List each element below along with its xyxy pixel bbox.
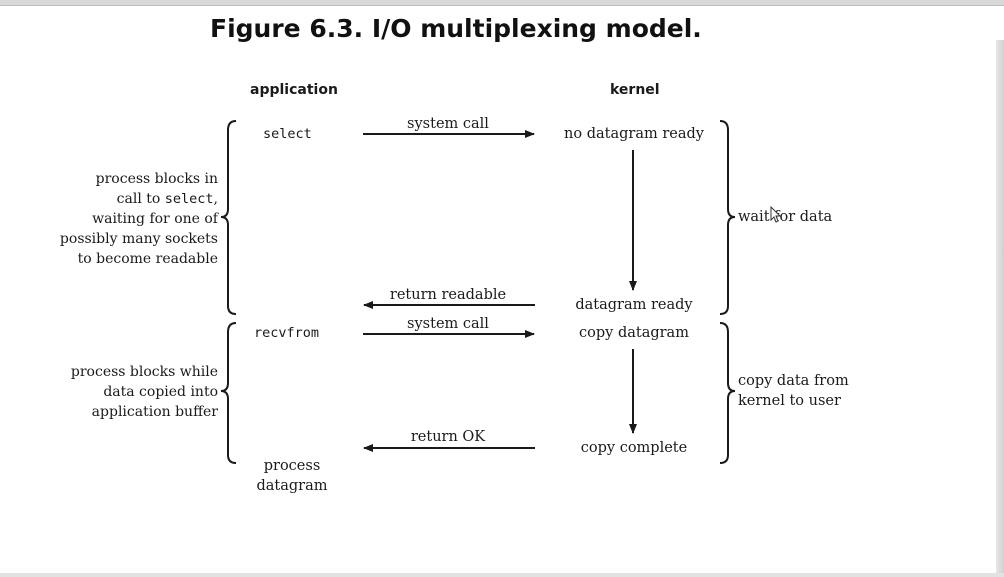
label-select: select [263, 126, 312, 142]
note-copy-data-line-1: copy data from [738, 373, 849, 389]
figure-title: Figure 6.3. I/O multiplexing model. [210, 14, 702, 43]
note-select-line-2-post: , [213, 191, 218, 207]
header-application: application [250, 82, 338, 98]
window-top-bar [0, 0, 1004, 6]
label-no-datagram-ready: no datagram ready [564, 126, 704, 142]
label-copy-datagram: copy datagram [579, 325, 689, 341]
note-copy-blocking: process blocks while data copied into ap… [40, 362, 218, 422]
brace-left-recvfrom [220, 322, 237, 464]
label-system-call-2: system call [407, 316, 489, 332]
label-datagram-ready: datagram ready [575, 297, 693, 313]
window-bottom-edge [0, 573, 1004, 577]
note-select-blocking: process blocks in call to select, waitin… [40, 169, 218, 269]
brace-right-wait [719, 120, 736, 315]
label-return-ok: return OK [410, 429, 486, 445]
note-wait-for-data: wait for data [738, 209, 833, 225]
note-select-line-2-pre: call to [116, 191, 165, 207]
note-select-line-5: to become readable [77, 251, 218, 267]
mouse-pointer-icon [770, 206, 782, 223]
note-select-line-3: waiting for one of [92, 211, 218, 227]
note-copy-line-3: application buffer [91, 404, 218, 420]
note-select-line-1: process blocks in [95, 171, 218, 187]
note-copy-line-1: process blocks while [70, 364, 218, 380]
label-system-call-1: system call [407, 116, 489, 132]
header-kernel: kernel [610, 82, 660, 98]
brace-right-copy [719, 322, 736, 464]
note-copy-data-line-2: kernel to user [738, 393, 841, 409]
window-right-edge [996, 40, 1004, 577]
brace-left-select [220, 120, 237, 315]
note-select-line-4: possibly many sockets [59, 231, 218, 247]
note-copy-line-2: data copied into [103, 384, 218, 400]
label-recvfrom: recvfrom [254, 325, 320, 341]
label-process: process [263, 458, 321, 474]
label-datagram: datagram [256, 478, 328, 494]
note-select-line-2: call to select, [40, 189, 218, 209]
note-select-line-2-code: select [164, 191, 214, 207]
label-return-readable: return readable [389, 287, 507, 303]
label-copy-complete: copy complete [580, 440, 688, 456]
